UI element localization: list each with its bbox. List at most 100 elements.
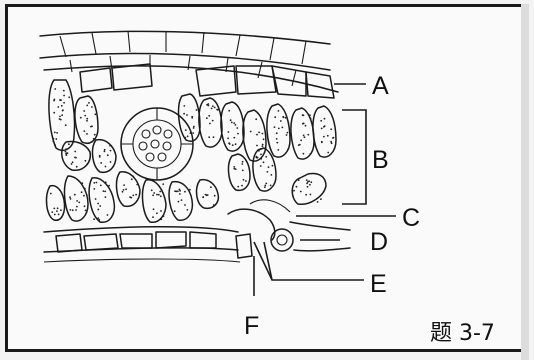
chloroplast-dot xyxy=(122,191,124,193)
chloroplast-dot xyxy=(300,191,302,193)
chloroplast-dot xyxy=(74,194,76,196)
chloroplast-dot xyxy=(187,135,189,137)
chloroplast-dot xyxy=(80,117,82,119)
chloroplast-dot xyxy=(260,158,262,160)
chloroplast-dot xyxy=(103,190,105,192)
chloroplast-dot xyxy=(310,181,312,183)
label-a: A xyxy=(372,72,389,100)
chloroplast-dot xyxy=(75,209,77,211)
chloroplast-dot xyxy=(72,161,74,163)
chloroplast-dot xyxy=(86,118,88,120)
chloroplast-dot xyxy=(68,96,70,98)
chloroplast-dot xyxy=(105,196,107,198)
chloroplast-dot xyxy=(241,185,243,187)
chloroplast-dot xyxy=(307,134,309,136)
chloroplast-dot xyxy=(181,199,183,201)
chloroplast-dot xyxy=(317,201,319,203)
chloroplast-dot xyxy=(184,204,186,206)
chloroplast-dot xyxy=(258,132,260,134)
chloroplast-dot xyxy=(307,186,309,188)
chloroplast-dot xyxy=(310,194,312,196)
chloroplast-dot xyxy=(131,178,133,180)
chloroplast-dot xyxy=(185,129,187,131)
chloroplast-dot xyxy=(228,131,230,133)
chloroplast-dot xyxy=(74,157,76,159)
chloroplast-dot xyxy=(78,202,80,204)
chloroplast-dot xyxy=(63,90,65,92)
chloroplast-dot xyxy=(104,191,106,193)
chloroplast-dot xyxy=(69,209,71,211)
chloroplast-dot xyxy=(302,123,304,125)
chloroplast-dot xyxy=(262,144,264,146)
chloroplast-dot xyxy=(262,133,264,135)
chloroplast-dot xyxy=(95,198,97,200)
chloroplast-dot xyxy=(59,118,61,120)
chloroplast-dot xyxy=(230,119,232,121)
chloroplast-dot xyxy=(61,105,63,107)
chloroplast-dot xyxy=(333,137,335,139)
chloroplast-dot xyxy=(88,102,90,104)
chloroplast-dot xyxy=(287,132,289,134)
chloroplast-dot xyxy=(298,179,300,181)
chloroplast-dot xyxy=(94,113,96,115)
chloroplast-dot xyxy=(130,197,132,199)
chloroplast-dot xyxy=(110,161,112,163)
chloroplast-dot xyxy=(108,185,110,187)
chloroplast-dot xyxy=(70,198,72,200)
chloroplast-dot xyxy=(258,150,260,152)
chloroplast-dot xyxy=(274,126,276,128)
chloroplast-dot xyxy=(59,116,61,118)
chloroplast-dot xyxy=(83,110,85,112)
chloroplast-dot xyxy=(81,182,83,184)
chloroplast-dot xyxy=(202,196,204,198)
chloroplast-dot xyxy=(107,214,109,216)
chloroplast-dot xyxy=(260,165,262,167)
chloroplast-dot xyxy=(156,212,158,214)
chloroplast-dot xyxy=(293,190,295,192)
chloroplast-dot xyxy=(153,192,155,194)
chloroplast-dot xyxy=(156,194,158,196)
chloroplast-dot xyxy=(321,127,323,129)
chloroplast-dot xyxy=(63,95,65,97)
chloroplast-dot xyxy=(162,183,164,185)
chloroplast-dot xyxy=(53,138,55,140)
chloroplast-dot xyxy=(306,179,308,181)
chloroplast-dot xyxy=(268,166,270,168)
chloroplast-dot xyxy=(242,161,244,163)
chloroplast-dot xyxy=(72,209,74,211)
chloroplast-dot xyxy=(179,193,181,195)
chloroplast-dot xyxy=(209,123,211,125)
chloroplast-dot xyxy=(241,163,243,165)
vascular-bundle xyxy=(121,108,193,180)
chloroplast-dot xyxy=(196,109,198,111)
chloroplast-dot xyxy=(189,189,191,191)
chloroplast-dot xyxy=(68,143,70,145)
chloroplast-dot xyxy=(210,186,212,188)
chloroplast-dot xyxy=(160,210,162,212)
chloroplast-dot xyxy=(160,219,162,221)
chloroplast-dot xyxy=(61,114,63,116)
chloroplast-dot xyxy=(86,120,88,122)
chloroplast-dot xyxy=(327,152,329,154)
chloroplast-dot xyxy=(186,114,188,116)
chloroplast-dot xyxy=(99,155,101,157)
chloroplast-dot xyxy=(305,194,307,196)
chloroplast-dot xyxy=(206,117,208,119)
chloroplast-dot xyxy=(310,153,312,155)
chloroplast-dot xyxy=(97,217,99,219)
chloroplast-dot xyxy=(65,148,67,150)
chloroplast-dot xyxy=(107,154,109,156)
chloroplast-dot xyxy=(233,166,235,168)
chloroplast-dot xyxy=(271,174,273,176)
chloroplast-dot xyxy=(309,184,311,186)
chloroplast-dot xyxy=(330,128,332,130)
chloroplast-dot xyxy=(174,190,176,192)
chloroplast-dot xyxy=(207,103,209,105)
chloroplast-dot xyxy=(187,209,189,211)
chloroplast-dot xyxy=(84,115,86,117)
chloroplast-dot xyxy=(54,88,56,90)
chloroplast-dot xyxy=(54,99,56,101)
chloroplast-dot xyxy=(104,149,106,151)
chloroplast-dot xyxy=(256,134,258,136)
